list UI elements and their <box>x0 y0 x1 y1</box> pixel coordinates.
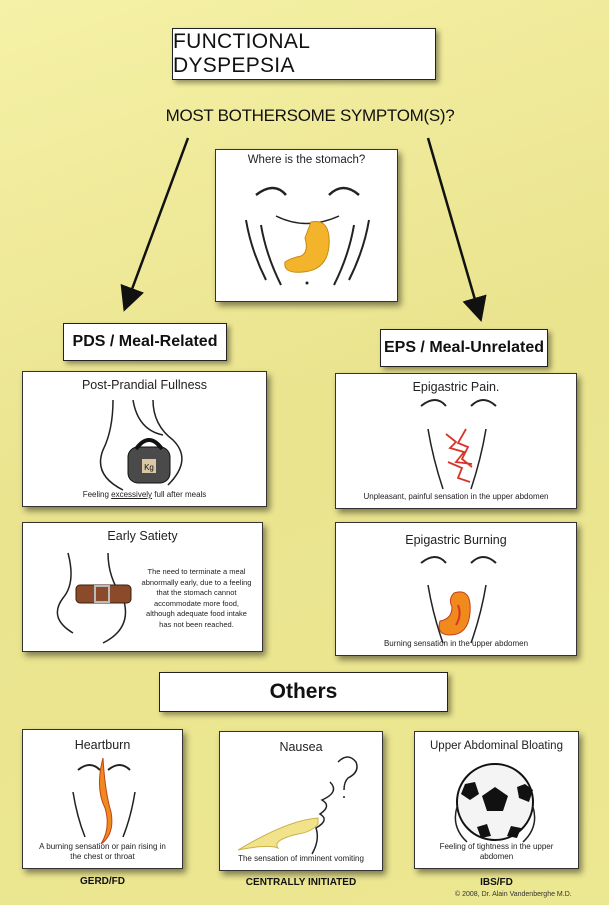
card-post-prandial-fullness: Post-Prandial Fullness Kg Feeling excess… <box>22 371 267 507</box>
vomit-spray <box>238 818 318 850</box>
card-caption: A burning sensation or pain rising in th… <box>35 842 170 862</box>
burning-illustration <box>336 523 578 657</box>
eps-label: EPS / Meal-Unrelated <box>380 329 548 367</box>
card-caption: The sensation of imminent vomiting <box>220 854 382 864</box>
flame-esophagus <box>99 758 111 844</box>
copyright: © 2008, Dr. Alain Vandenberghe M.D. <box>455 891 572 898</box>
arrow-left <box>128 138 188 300</box>
nausea-illustration <box>220 732 384 872</box>
torso-stomach-illustration <box>216 150 399 303</box>
others-label: Others <box>159 672 448 712</box>
card-caption: Feeling excessively full after meals <box>23 490 266 500</box>
pds-label: PDS / Meal-Related <box>63 323 227 361</box>
footer-ibs: IBS/FD <box>414 877 579 888</box>
footer-centrally-initiated: CENTRALLY INITIATED <box>195 877 407 888</box>
stomach-shape <box>285 222 329 273</box>
flame-stomach <box>439 592 470 635</box>
arrow-right <box>428 138 478 310</box>
weight-label: Kg <box>144 463 154 472</box>
card-caption: Unpleasant, painful sensation in the upp… <box>336 492 576 502</box>
pain-illustration <box>336 374 578 510</box>
card-epigastric-burning: Epigastric Burning Burning sensation in … <box>335 522 577 656</box>
card-upper-abdominal-bloating: Upper Abdominal Bloating Feeling of tigh… <box>414 731 579 869</box>
card-epigastric-pain: Epigastric Pain. Unpleasant, painful sen… <box>335 373 577 509</box>
stomach-weight-illustration: Kg <box>23 372 268 508</box>
footer-gerd: GERD/FD <box>22 876 183 887</box>
card-caption: Burning sensation in the upper abdomen <box>336 639 576 649</box>
center-card: Where is the stomach? <box>215 149 398 302</box>
card-caption: The need to terminate a meal abnormally … <box>141 567 252 630</box>
card-early-satiety: Early Satiety The need to terminate a me… <box>22 522 263 652</box>
card-heartburn: Heartburn A burning sensation or pain ri… <box>22 729 183 869</box>
card-nausea: Nausea The sensation of imminent vomitin… <box>219 731 383 871</box>
card-caption: Feeling of tightness in the upper abdome… <box>437 842 556 862</box>
